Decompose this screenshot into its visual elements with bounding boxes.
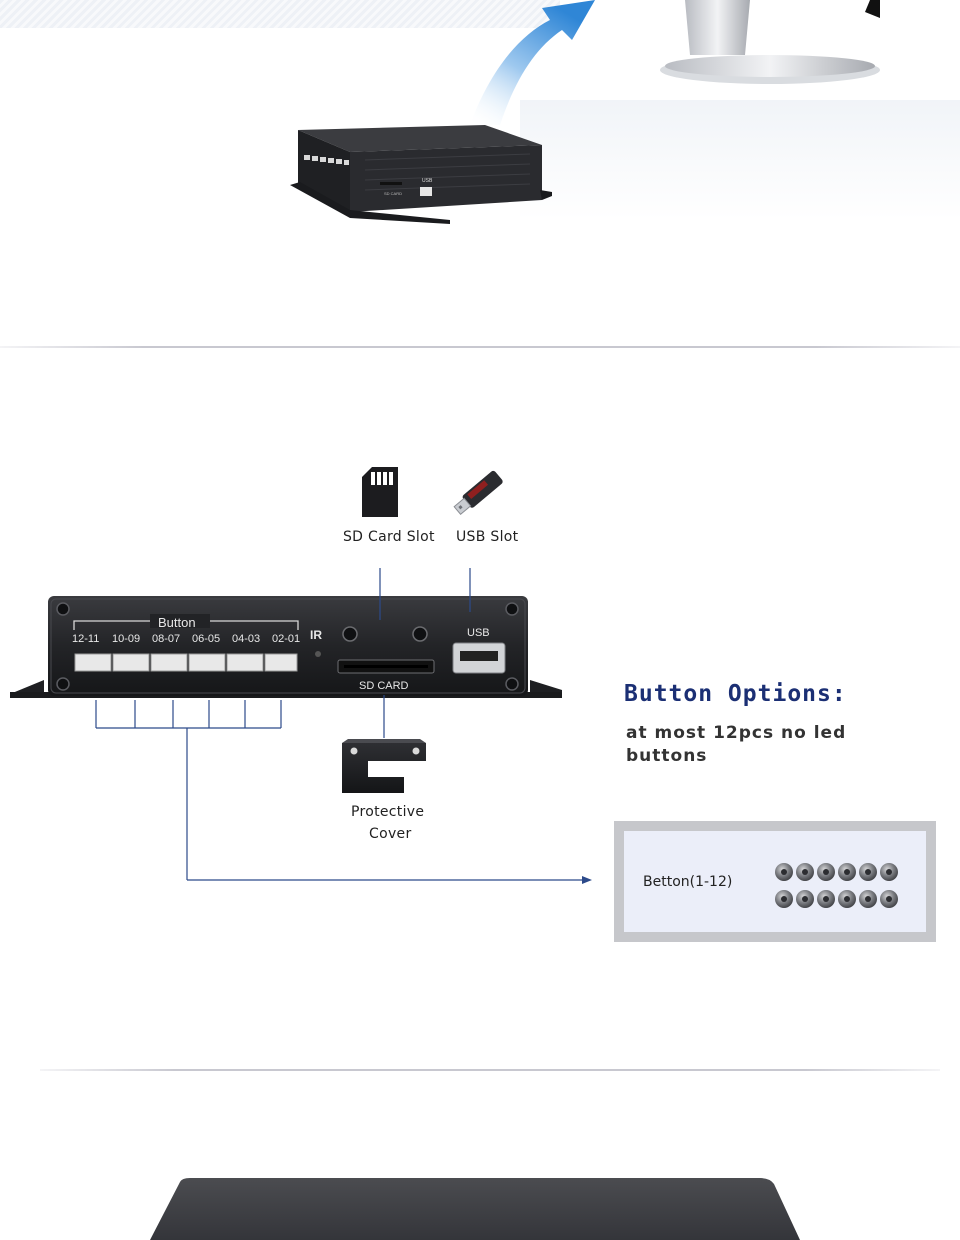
betton-label: Betton(1-12): [643, 874, 733, 890]
button-options-box-inner: Betton(1-12): [624, 831, 926, 932]
media-player-photo: USB SD CARD: [290, 125, 552, 224]
section-divider-2: [40, 1069, 940, 1071]
monitor-stand-icon: [660, 0, 880, 84]
ir-label: IR: [310, 628, 322, 642]
usb-slot-label: USB Slot: [456, 529, 519, 545]
sd-card-icon: [362, 467, 398, 517]
port-label-06-05: 06-05: [192, 633, 221, 645]
swoosh-arrow-icon: [470, 0, 595, 125]
usb-stick-icon: [453, 470, 503, 516]
protective-cover-label-line1: Protective: [351, 804, 425, 820]
port-label-04-03: 04-03: [232, 633, 261, 645]
button-header-label: Button: [158, 615, 196, 630]
section-divider: [0, 346, 960, 348]
port-label-02-01: 02-01: [272, 633, 301, 645]
hero-section: USB SD CARD: [0, 0, 960, 340]
port-label-10-09: 10-09: [112, 633, 141, 645]
sd-card-port-label: SD CARD: [359, 680, 409, 692]
usb-port-label: USB: [467, 627, 490, 639]
device-front-panel: Button 12-11 10-09 08-07 06-05 04-03 02-…: [10, 596, 562, 701]
protective-cover-icon: [342, 739, 426, 793]
button-options-description: at most 12pcs no led buttons: [626, 723, 847, 766]
button-options-box: Betton(1-12): [614, 821, 936, 942]
hero-banner-strip: [0, 0, 560, 28]
hero-usb-label: USB: [422, 178, 433, 184]
bottom-device-photo: [150, 1178, 800, 1240]
device-body: [10, 596, 562, 698]
button-options-title: Button Options:: [624, 681, 847, 707]
hero-sd-label: SD CARD: [384, 191, 402, 196]
hero-floor: [520, 100, 960, 220]
port-label-12-11: 12-11: [72, 633, 100, 645]
connector-lines: [95, 568, 592, 884]
port-label-08-07: 08-07: [152, 633, 181, 645]
protective-cover-label-line2: Cover: [369, 826, 412, 842]
button-grid-icon: [775, 863, 898, 908]
sd-card-slot-label: SD Card Slot: [343, 529, 435, 545]
